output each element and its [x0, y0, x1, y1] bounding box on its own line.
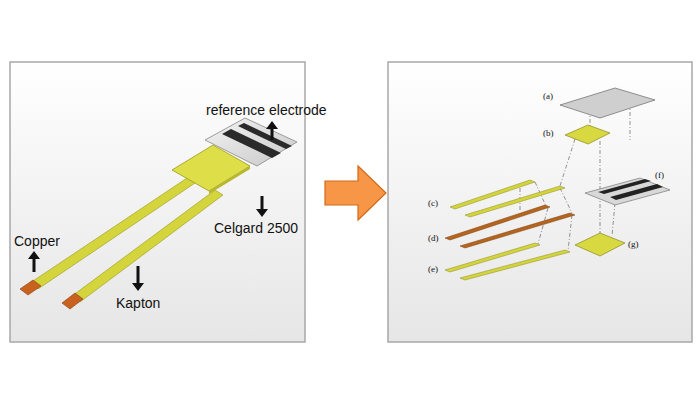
callout-letter: (c) — [428, 198, 438, 208]
callout-letter: (d) — [428, 233, 439, 243]
callout-letter: (g) — [628, 239, 639, 249]
part-label: Celgard 2500 — [214, 220, 298, 236]
pointer-arrows — [28, 121, 278, 291]
part-label: Copper — [14, 233, 60, 249]
callout-letter: (f) — [655, 170, 664, 180]
part-label: Kapton — [116, 295, 160, 311]
exploded-view — [445, 88, 670, 280]
callout-letter: (e) — [428, 264, 438, 274]
right-panel — [388, 62, 692, 342]
process-arrow — [325, 166, 386, 220]
assembled-device — [20, 118, 297, 309]
callout-letter: (b) — [543, 128, 554, 138]
part-label: reference electrode — [206, 102, 327, 118]
callout-letter: (a) — [543, 91, 553, 101]
